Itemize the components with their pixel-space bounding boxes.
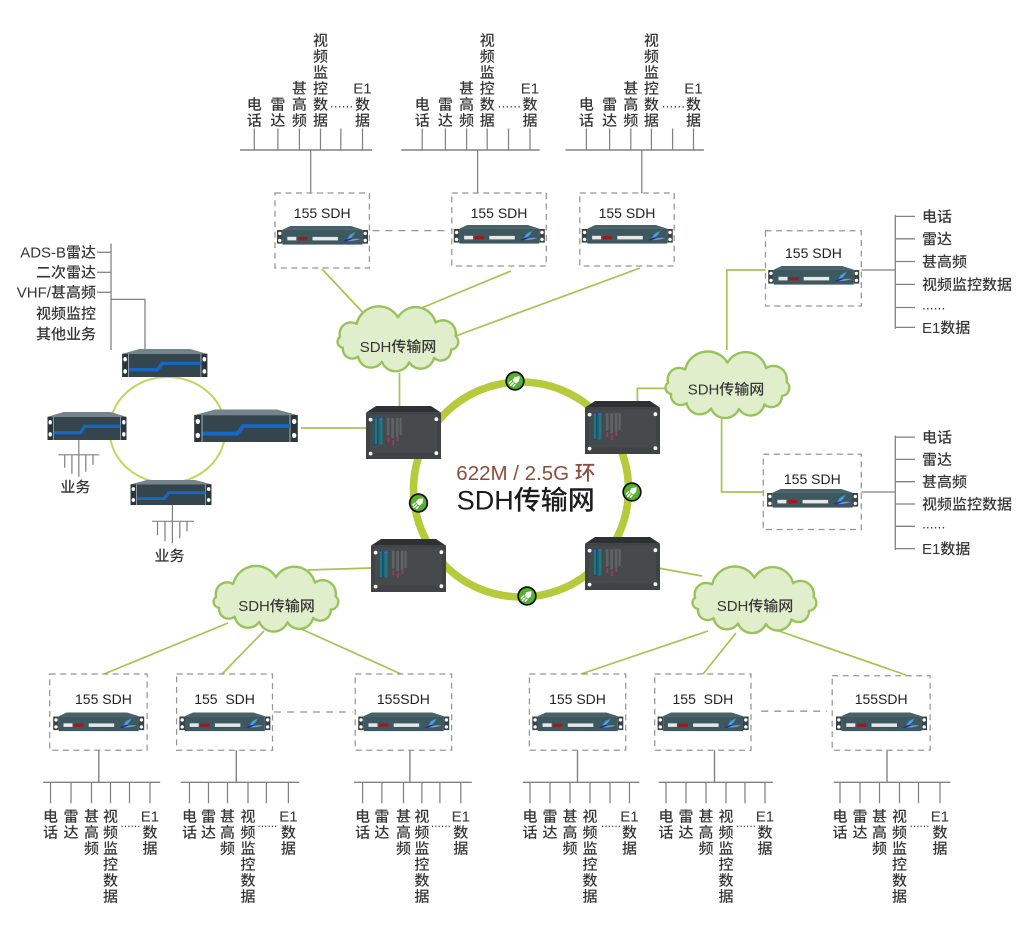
svg-text:E1: E1 — [279, 808, 297, 825]
svg-text:155 SDH: 155 SDH — [785, 245, 842, 261]
svg-text:......: ...... — [922, 515, 945, 531]
svg-text:155 SDH: 155 SDH — [471, 205, 528, 221]
svg-text:......: ...... — [662, 96, 685, 111]
svg-text:E1: E1 — [452, 808, 470, 825]
svg-text:VHF/: VHF/ — [17, 285, 52, 302]
svg-text:ADS-B: ADS-B — [20, 245, 66, 262]
svg-text:......: ...... — [257, 816, 277, 830]
svg-text:622M / 2.5G: 622M / 2.5G — [456, 462, 575, 485]
svg-text:E1: E1 — [521, 80, 539, 97]
svg-text:......: ...... — [601, 816, 621, 830]
svg-text:......: ...... — [922, 297, 945, 313]
svg-text:SDH: SDH — [717, 598, 749, 615]
svg-text:SDH: SDH — [238, 598, 270, 615]
svg-text:......: ...... — [121, 816, 141, 830]
svg-text:E1: E1 — [922, 541, 940, 558]
svg-text:155 SDH: 155 SDH — [599, 205, 656, 221]
svg-text:155 SDH: 155 SDH — [673, 691, 734, 707]
svg-text:......: ...... — [330, 96, 353, 111]
svg-text:E1: E1 — [353, 80, 371, 97]
svg-text:155 SDH: 155 SDH — [294, 205, 351, 221]
svg-text:E1: E1 — [922, 320, 940, 337]
svg-text:155 SDH: 155 SDH — [75, 691, 132, 707]
svg-text:SDH: SDH — [688, 382, 720, 399]
svg-text:155 SDH: 155 SDH — [784, 471, 841, 487]
svg-text:E1: E1 — [756, 808, 774, 825]
svg-text:155 SDH: 155 SDH — [549, 691, 606, 707]
svg-text:SDH: SDH — [457, 486, 514, 516]
svg-text:E1: E1 — [931, 808, 949, 825]
svg-text:......: ...... — [910, 816, 930, 830]
svg-text:......: ...... — [431, 816, 451, 830]
svg-text:E1: E1 — [684, 80, 702, 97]
svg-text:E1: E1 — [141, 808, 159, 825]
svg-text:......: ...... — [498, 96, 521, 111]
svg-text:SDH: SDH — [360, 339, 392, 356]
svg-text:155SDH: 155SDH — [855, 691, 908, 707]
svg-text:E1: E1 — [620, 808, 638, 825]
svg-text:155 SDH: 155 SDH — [194, 691, 255, 707]
svg-text:155SDH: 155SDH — [377, 691, 430, 707]
svg-text:......: ...... — [736, 816, 756, 830]
